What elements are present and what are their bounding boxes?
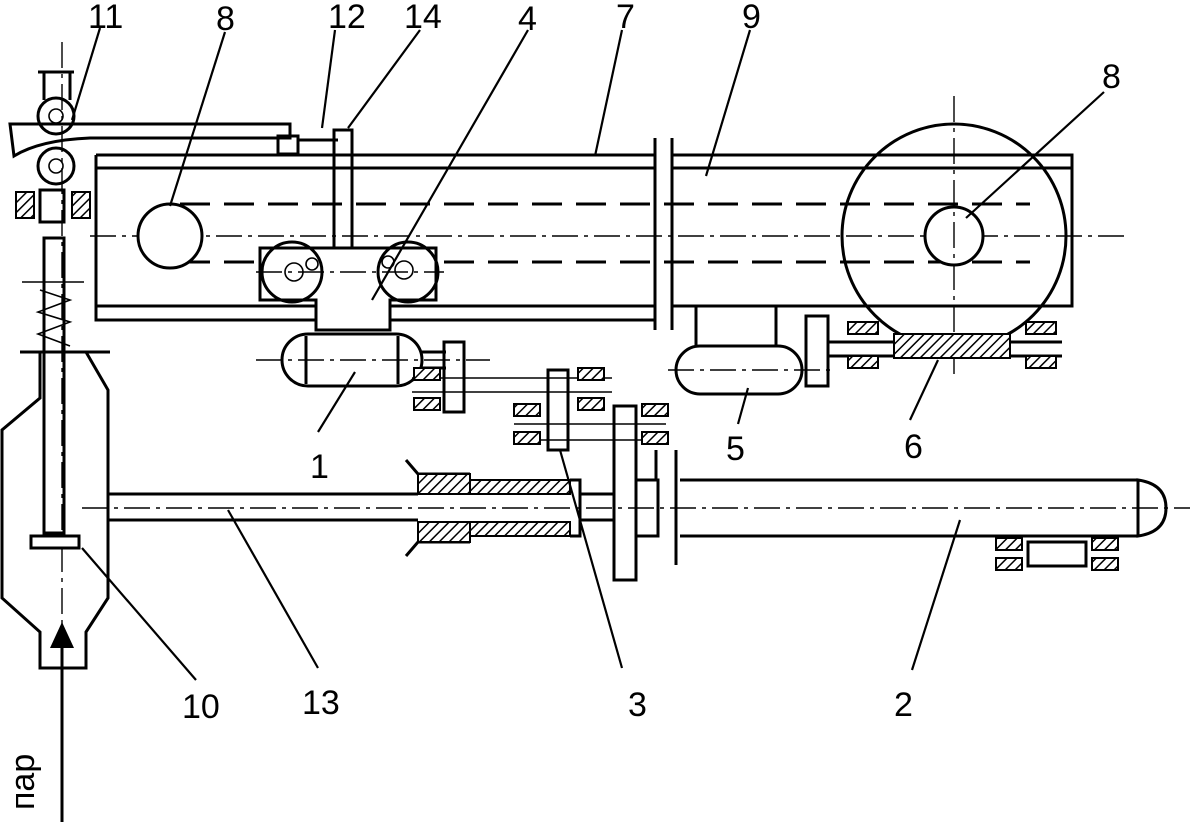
rod-2 — [680, 478, 1168, 571]
label-9: 9 — [742, 0, 761, 36]
gear-train-3 — [412, 340, 669, 582]
label-3: 3 — [628, 686, 647, 724]
valve-rod — [15, 188, 91, 535]
label-6: 6 — [904, 428, 923, 466]
steam-cylinder — [0, 42, 418, 672]
label-4: 4 — [518, 0, 537, 38]
label-14: 14 — [404, 0, 442, 36]
leader-lines — [70, 27, 1105, 681]
label-8-right: 8 — [1102, 58, 1121, 96]
label-2: 2 — [894, 686, 913, 724]
steam-inlet-arrow — [50, 622, 74, 822]
carriage-frame — [90, 138, 1124, 330]
piston-10 — [29, 534, 81, 550]
large-wheel-assembly — [840, 96, 1068, 376]
steam-label: пар — [4, 754, 42, 810]
motor-1 — [256, 332, 490, 388]
label-12: 12 — [328, 0, 366, 36]
label-7: 7 — [616, 0, 635, 36]
label-11: 11 — [88, 0, 123, 36]
slider-4 — [256, 128, 444, 332]
worm-gear-6 — [847, 321, 1057, 369]
shaft-8-left — [136, 202, 204, 270]
label-13: 13 — [302, 684, 340, 722]
shaft-13 — [82, 450, 1190, 565]
label-1: 1 — [310, 448, 329, 486]
label-10: 10 — [182, 688, 220, 726]
label-5: 5 — [726, 430, 745, 468]
label-8-left: 8 — [216, 0, 235, 38]
